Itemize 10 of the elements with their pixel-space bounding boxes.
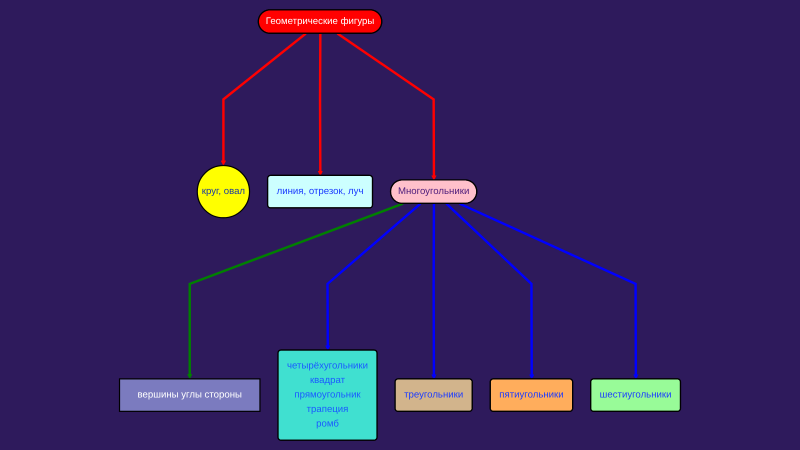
arrow <box>318 34 323 176</box>
arrow <box>459 202 638 380</box>
arrow <box>220 32 307 166</box>
node-box: вершины углы стороны <box>118 378 261 412</box>
arrow <box>336 32 437 180</box>
arrow <box>325 202 422 351</box>
arrow <box>187 202 404 380</box>
arrow <box>446 202 534 380</box>
arrow <box>431 204 437 380</box>
node-circle: круг, овал <box>196 164 250 218</box>
